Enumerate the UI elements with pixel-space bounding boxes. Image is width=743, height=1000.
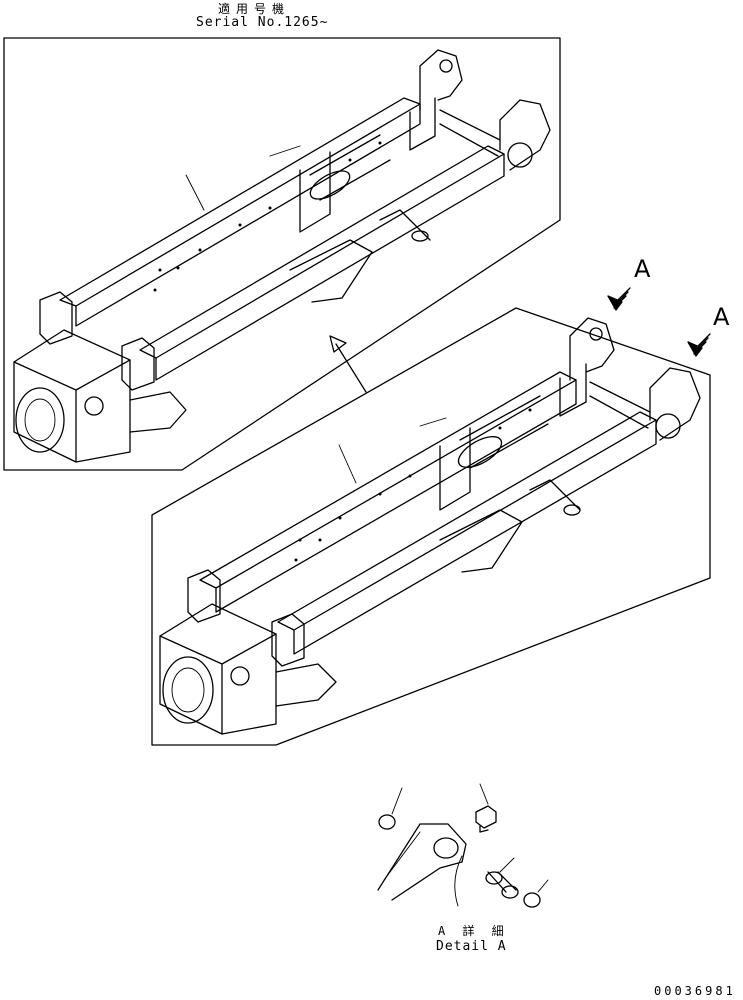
- upper-bracket-hole: [84, 396, 104, 416]
- lower-frame-drawing: [151, 307, 711, 746]
- detail-arm-edge: [383, 831, 421, 881]
- upper-leader-line: [185, 174, 205, 211]
- pin-leader: [499, 857, 515, 873]
- serial-label-en: Serial No.1265~: [196, 15, 329, 30]
- detail-label-jp: A 詳 細: [438, 924, 509, 938]
- ring-part: [378, 814, 396, 830]
- serial-label-jp: 適用号機: [218, 2, 291, 16]
- upper-frame-drawing: [3, 37, 561, 471]
- view-a-arrow-icon-1: [607, 287, 631, 311]
- lower-rear-lug-2: [649, 367, 701, 441]
- upper-rail2-side: [155, 153, 505, 381]
- lower-leader-line: [338, 444, 357, 484]
- detail-arm: [377, 823, 467, 901]
- upper-frame-panel: [3, 37, 561, 471]
- upper-rear-lug-1-hole: [439, 59, 453, 73]
- lower-rear-tube: [589, 381, 651, 429]
- upper-axle-bore: [15, 387, 65, 453]
- lower-pivot-pin: [563, 504, 581, 516]
- upper-center-bracket: [289, 239, 373, 303]
- lower-front-post-r: [271, 613, 305, 667]
- pin-part: [485, 871, 519, 899]
- upper-front-housing: [13, 329, 131, 463]
- upper-axle-bore-inner: [24, 398, 56, 442]
- ring-leader: [391, 787, 403, 815]
- lower-rivet-dots: [294, 408, 532, 562]
- lower-axle-bore: [162, 656, 214, 724]
- lower-front-post-l: [187, 569, 221, 623]
- view-a-arrow-icon-2: [687, 333, 711, 357]
- upper-cross-2: [409, 97, 436, 151]
- upper-rear-lug-1: [419, 49, 463, 111]
- bolt-leader: [479, 783, 489, 805]
- ring2-leader: [537, 879, 549, 893]
- lower-front-edges: [159, 633, 277, 735]
- lower-cross-1: [439, 427, 471, 511]
- upper-rear-tube: [439, 109, 501, 157]
- upper-front-post-r: [121, 337, 155, 391]
- detail-a-drawing: [377, 783, 549, 908]
- lower-rail2-side: [293, 419, 657, 655]
- upper-bracket: [129, 391, 187, 433]
- lower-cross-2: [559, 363, 587, 417]
- upper-tube: [309, 170, 351, 200]
- detail-assembly-curve: [454, 855, 463, 907]
- callout-view-a-2: A: [713, 303, 730, 331]
- lower-rear-lug-1-hole: [589, 327, 603, 341]
- lower-front-housing: [159, 603, 277, 735]
- bolt-part: [475, 805, 497, 833]
- upper-rivet-dots: [153, 141, 382, 292]
- upper-front-edges: [13, 359, 131, 463]
- upper-rail-top: [59, 97, 421, 307]
- lower-bracket: [275, 663, 337, 707]
- upper-pivot-pin: [411, 230, 429, 242]
- upper-front-post-l: [39, 291, 73, 345]
- detail-label-en: Detail A: [436, 939, 507, 954]
- upper-rear-lug-2: [499, 99, 551, 171]
- lower-rail-top: [199, 371, 577, 589]
- lower-rear-bushing: [655, 413, 681, 439]
- lower-bracket-hole: [230, 666, 250, 686]
- lower-axle-bore-inner: [171, 667, 205, 713]
- lower-rail-side: [215, 379, 577, 613]
- lower-rear-lug-1: [569, 317, 615, 381]
- lower-tube: [457, 436, 503, 468]
- lower-rail2-top: [277, 411, 657, 631]
- upper-rail-side: [75, 103, 421, 327]
- ring-part-2: [523, 892, 541, 908]
- upper-tube-body: [309, 134, 391, 201]
- drawing-number: 00036981: [654, 984, 736, 998]
- callout-view-a-1: A: [634, 255, 651, 283]
- lower-stub-shaft: [419, 417, 447, 427]
- upper-pivot-arm: [379, 209, 431, 241]
- lower-tube-body: [459, 395, 549, 469]
- upper-rear-bushing: [507, 142, 533, 168]
- detail-arm-hole: [433, 837, 459, 859]
- lower-frame-panel: [151, 307, 711, 746]
- lower-center-bracket: [439, 509, 523, 573]
- upgrade-arrow-icon: [329, 335, 367, 393]
- upper-cross-1: [299, 151, 331, 233]
- upper-stub-shaft: [269, 145, 301, 157]
